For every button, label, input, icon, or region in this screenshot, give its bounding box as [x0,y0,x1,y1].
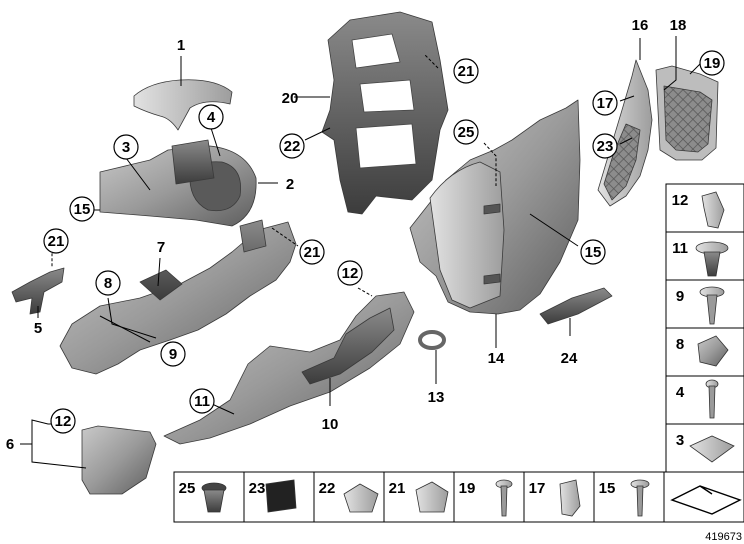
callout-17: 17 [597,95,614,112]
side-legend: 12 11 9 8 4 3 [665,183,744,473]
clip-nut-icon [697,335,729,367]
bottom-legend-item-23: 23 [249,480,266,497]
part-14-slots [483,203,501,285]
callouts: 1 2 5 6 7 10 13 14 16 18 20 24 [6,17,725,453]
callout-6: 6 [6,436,14,453]
callout-12-mid: 12 [342,265,359,282]
callout-23: 23 [597,138,614,155]
callout-18: 18 [670,17,687,34]
callout-20: 20 [282,90,299,107]
callout-21-mid: 21 [304,244,321,261]
callout-10: 10 [322,416,339,433]
part-2-bracket [171,139,215,185]
part-18-grille [663,85,713,153]
callout-8: 8 [104,275,112,292]
callout-1: 1 [177,37,185,54]
part-5-bracket [11,267,65,315]
callout-9: 9 [169,346,177,363]
callout-19: 19 [704,55,721,72]
bottom-legend-item-21: 21 [389,480,406,497]
callout-13: 13 [428,389,445,406]
side-legend-item-9: 9 [676,288,684,305]
part-14-panel-face [429,161,505,309]
callout-5: 5 [34,320,42,337]
part-7-detail [139,219,267,301]
callout-3: 3 [122,139,130,156]
bottom-legend-item-15: 15 [599,480,616,497]
screw-19-icon [495,479,513,517]
screw-15-icon [630,479,650,517]
side-legend-item-11: 11 [672,240,688,257]
part-shapes [11,11,719,495]
screw-icon [699,286,725,325]
callout-24: 24 [561,350,578,367]
clip-17-icon [559,479,581,517]
callout-21-left: 21 [48,233,65,250]
clip-nut-bottom-icon [415,481,449,513]
foam-block-icon [265,479,297,513]
side-legend-item-3: 3 [676,432,684,449]
side-legend-item-12: 12 [672,192,689,209]
part-20-cutouts [351,33,417,169]
bottom-legend: 25 23 22 21 19 17 15 [173,471,744,523]
expanding-rivet-icon [695,241,729,277]
callout-15-right: 15 [585,244,602,261]
speed-nut-icon [689,435,735,463]
bottom-legend-item-19: 19 [459,480,476,497]
callout-12-bottom: 12 [55,413,72,430]
part-6-corner-cover [81,425,157,495]
callout-14: 14 [488,350,505,367]
part-10-inner [301,307,395,385]
callout-16: 16 [632,17,649,34]
side-legend-item-8: 8 [676,336,684,353]
callout-11: 11 [194,393,210,410]
side-legend-item-4: 4 [676,384,685,401]
callout-2: 2 [286,176,294,193]
callout-15-left: 15 [74,201,91,218]
callout-22: 22 [284,138,301,155]
callout-21-top: 21 [458,63,475,80]
diagram-id: 419673 [705,531,742,543]
callout-7: 7 [157,239,165,256]
part-20-frame-carrier [321,11,449,215]
part-24-strip [539,287,613,325]
bottom-legend-item-22: 22 [319,480,336,497]
bottom-legend-item-17: 17 [529,480,546,497]
leader-lines [20,36,702,469]
part-13-ring-clip [418,330,446,350]
rubber-plug-icon [201,482,227,513]
callout-25: 25 [458,124,475,141]
u-nut-icon [343,483,379,513]
corner-symbol-icon [670,485,742,515]
spring-clip-icon [701,191,725,229]
callout-4: 4 [207,109,216,126]
part-1-upper-column-trim [133,79,233,131]
bolt-icon [705,379,719,419]
bottom-legend-item-25: 25 [179,480,196,497]
